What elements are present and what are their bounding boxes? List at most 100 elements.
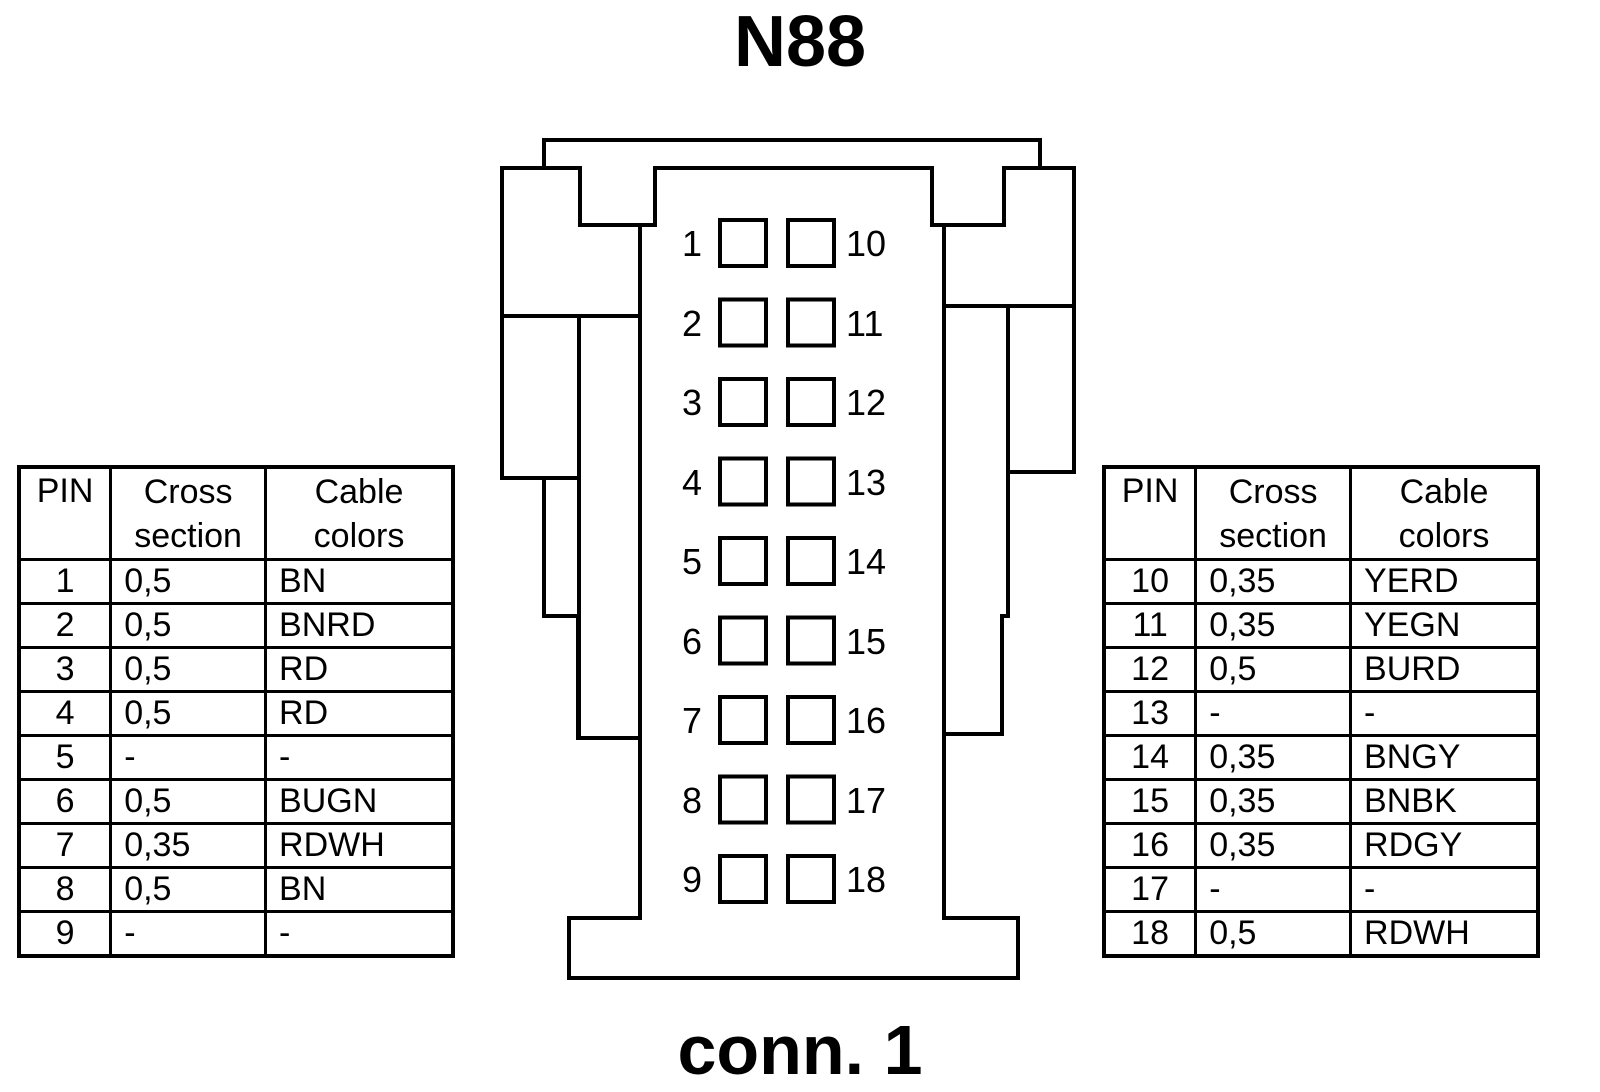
cable-color-cell: BUGN [264, 778, 455, 825]
table-header-row: PIN Cross section Cable colors [17, 465, 455, 561]
table-row: 13-- [1102, 690, 1540, 737]
header-color-line1: Cable [1399, 472, 1489, 511]
cross-section-cell: 0,35 [1194, 602, 1353, 649]
connector-pin-label: 11 [846, 302, 884, 344]
pin-socket-left [718, 536, 768, 586]
cable-color-cell: BN [264, 866, 455, 913]
pin-cell: 17 [1102, 866, 1198, 913]
connector-pin-label: 13 [846, 461, 887, 503]
pin-socket-left [718, 297, 768, 348]
pin-cell: 2 [17, 602, 113, 649]
pin-cell: 14 [1102, 734, 1198, 781]
pin-cell: 13 [1102, 690, 1198, 737]
pin-socket-right [786, 774, 836, 825]
cable-color-cell: - [1349, 866, 1540, 913]
connector-pin-label: 12 [846, 382, 887, 423]
pin-socket-right [786, 456, 836, 507]
table-row: 5-- [17, 734, 455, 781]
header-cross-line1: Cross [143, 472, 233, 511]
connector-pin-label: 10 [846, 223, 887, 264]
connector-pin-label: 5 [681, 541, 702, 582]
cross-section-cell: 0,35 [1194, 558, 1353, 605]
cross-section-cell: - [109, 734, 268, 781]
pin-socket-right [786, 695, 836, 745]
cable-color-cell: RDGY [1349, 822, 1540, 869]
cross-section-cell: 0,5 [109, 778, 268, 825]
connector-pin-label: 6 [681, 620, 702, 662]
pin-socket-right [786, 377, 836, 427]
connector-pin-label: 7 [681, 700, 702, 741]
pin-cell: 18 [1102, 910, 1198, 958]
pin-socket-left [718, 854, 768, 904]
pin-socket-right [786, 615, 836, 666]
connector-pin-label: 16 [846, 700, 887, 741]
header-pin-label: PIN [1121, 472, 1179, 510]
pin-socket-right [786, 218, 836, 268]
cable-color-cell: - [264, 910, 455, 958]
cable-color-cell: BN [264, 558, 455, 605]
connector-pin-label: 15 [846, 620, 887, 662]
cable-color-cell: RD [264, 690, 455, 737]
header-cross-section: Cross section [109, 465, 268, 561]
cross-section-cell: - [109, 910, 268, 958]
header-color-line1: Cable [314, 472, 404, 511]
pin-socket-right [786, 297, 836, 348]
header-pin: PIN [1102, 465, 1198, 561]
header-cross-line2: section [1219, 516, 1327, 555]
pin-socket-left [718, 774, 768, 825]
cable-color-cell: BNGY [1349, 734, 1540, 781]
cross-section-cell: 0,35 [1194, 778, 1353, 825]
pin-cell: 8 [17, 866, 113, 913]
header-cross-line2: section [134, 516, 242, 555]
pin-cell: 9 [17, 910, 113, 958]
pin-socket-left [718, 615, 768, 666]
pin-socket-left [718, 377, 768, 427]
header-pin-label: PIN [36, 472, 94, 510]
cable-color-cell: RDWH [264, 822, 455, 869]
cable-color-cell: RD [264, 646, 455, 693]
connector-name: conn. 1 [677, 1011, 923, 1089]
cable-color-cell: BNBK [1349, 778, 1540, 825]
pin-cell: 6 [17, 778, 113, 825]
header-color-line2: colors [313, 516, 405, 555]
cable-color-cell: BURD [1349, 646, 1540, 693]
connector-pin-label: 4 [681, 461, 702, 503]
pin-cell: 10 [1102, 558, 1198, 605]
connector-pin-label: 14 [846, 541, 887, 582]
cross-section-cell: 0,5 [1194, 646, 1353, 693]
cross-section-cell: 0,35 [109, 822, 268, 869]
pin-cell: 3 [17, 646, 113, 693]
cross-section-cell: 0,5 [109, 646, 268, 693]
connector-pin-label: 2 [681, 302, 702, 344]
connector-pin-label: 1 [681, 223, 702, 264]
pin-cell: 11 [1102, 602, 1198, 649]
pin-socket-left [718, 695, 768, 745]
cross-section-cell: 0,5 [109, 558, 268, 605]
cross-section-cell: 0,5 [109, 602, 268, 649]
pin-cell: 12 [1102, 646, 1198, 693]
pin-socket-left [718, 218, 768, 268]
cross-section-cell: 0,5 [109, 690, 268, 737]
pin-cell: 7 [17, 822, 113, 869]
pin-cell: 1 [17, 558, 113, 605]
table-row: 17-- [1102, 866, 1540, 913]
connector-pin-label: 9 [681, 859, 702, 900]
